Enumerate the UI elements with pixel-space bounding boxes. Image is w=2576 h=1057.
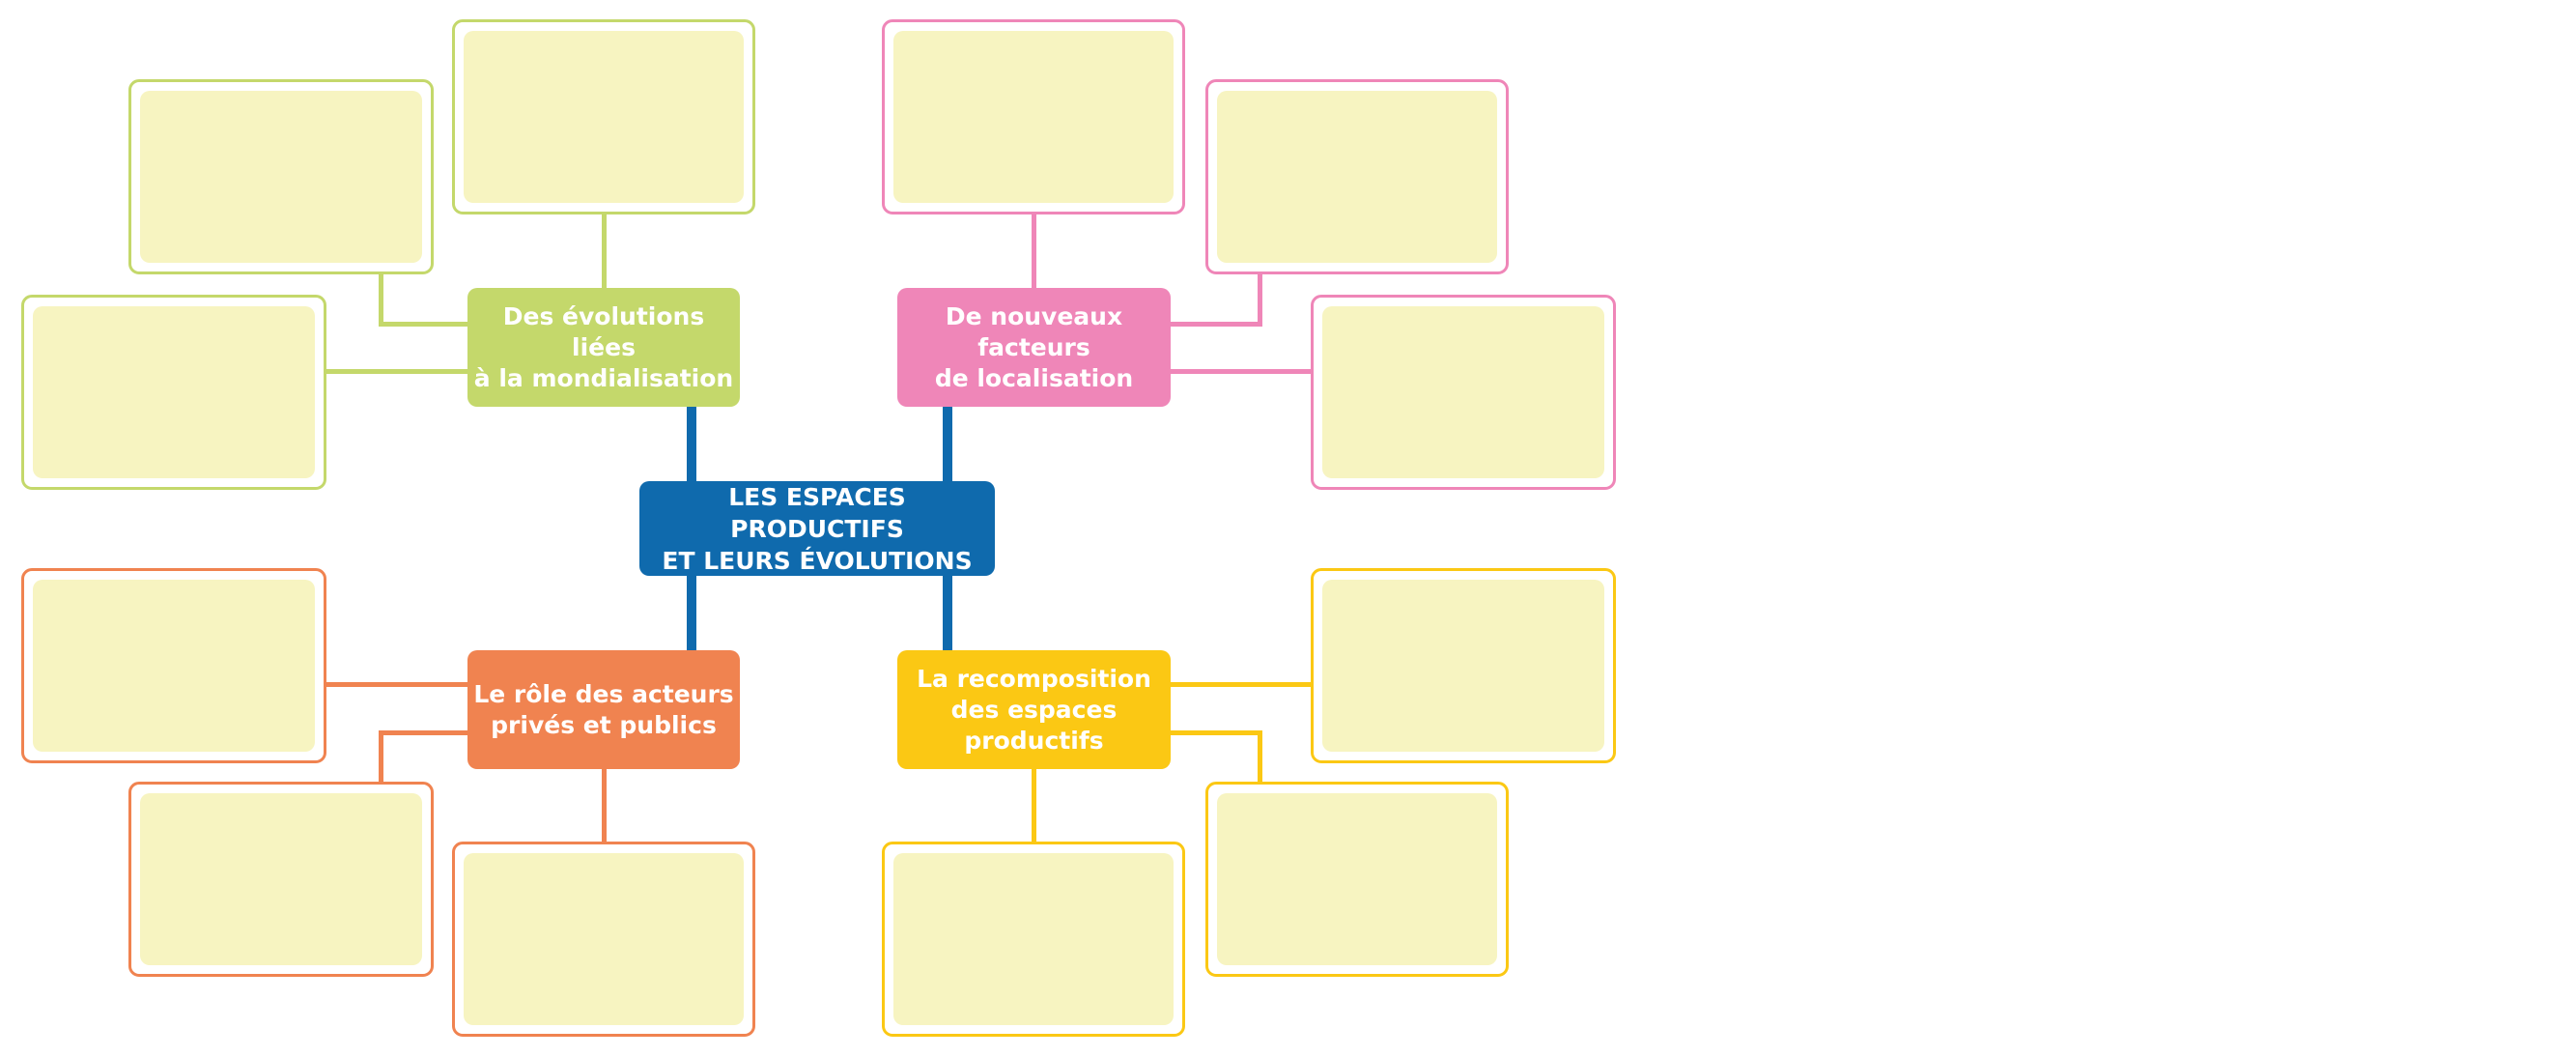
branch-node-acteurs: Le rôle des acteurs privés et publics	[467, 650, 740, 769]
answer-box[interactable]	[882, 842, 1185, 1037]
answer-box[interactable]	[1311, 568, 1616, 763]
center-connector-bottom-left	[687, 575, 696, 652]
branch-connector	[379, 730, 468, 735]
answer-box[interactable]	[21, 568, 326, 763]
answer-box[interactable]	[882, 19, 1185, 214]
branch-connector	[1032, 768, 1036, 843]
branch-connector	[1032, 213, 1036, 290]
branch-node-mondialisation: Des évolutions liées à la mondialisation	[467, 288, 740, 407]
branch-connector	[1171, 730, 1262, 735]
center-connector-bottom-right	[943, 575, 952, 652]
answer-box[interactable]	[1205, 782, 1509, 977]
central-node: LES ESPACES PRODUCTIFS ET LEURS ÉVOLUTIO…	[639, 481, 995, 576]
branch-connector	[324, 369, 468, 374]
center-connector-top-right	[943, 406, 952, 483]
branch-connector	[1258, 272, 1262, 327]
branch-connector	[379, 322, 468, 327]
branch-connector	[1171, 369, 1314, 374]
branch-connector	[1258, 730, 1262, 784]
branch-connector	[1171, 682, 1314, 687]
answer-box[interactable]	[452, 19, 755, 214]
center-connector-top-left	[687, 406, 696, 483]
branch-connector	[602, 213, 607, 290]
answer-box[interactable]	[128, 79, 434, 274]
branch-connector	[379, 730, 383, 784]
branch-connector	[1171, 322, 1262, 327]
branch-connector	[324, 682, 468, 687]
answer-box[interactable]	[452, 842, 755, 1037]
answer-box[interactable]	[128, 782, 434, 977]
branch-connector	[602, 768, 607, 843]
branch-node-localisation: De nouveaux facteurs de localisation	[897, 288, 1171, 407]
answer-box[interactable]	[1205, 79, 1509, 274]
answer-box[interactable]	[21, 295, 326, 490]
answer-box[interactable]	[1311, 295, 1616, 490]
branch-connector	[379, 272, 383, 327]
branch-node-recomposition: La recomposition des espaces productifs	[897, 650, 1171, 769]
